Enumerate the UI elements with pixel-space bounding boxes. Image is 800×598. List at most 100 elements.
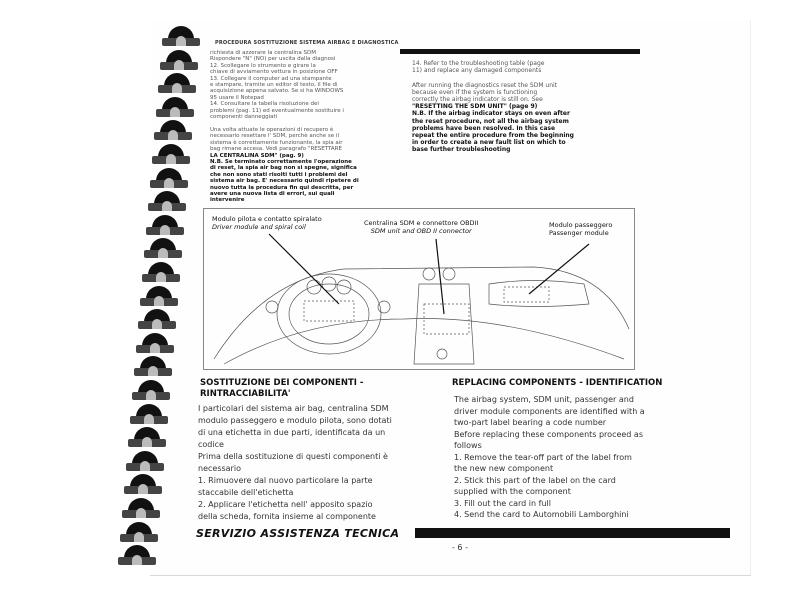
left-column-bottom: I particolari del sistema air bag, centr… <box>198 403 392 523</box>
text-line: Prima della sostituzione di questi compo… <box>198 452 388 461</box>
binding-ring <box>140 285 178 306</box>
binding-ring <box>120 521 158 542</box>
text-line: supplied with the component <box>454 487 571 496</box>
text-line: "RESETTING THE SDM UNIT" (page 9) <box>412 103 538 111</box>
page-number: - 6 - <box>452 543 468 552</box>
text-line: sistema air bag. E' necessario quindi ri… <box>210 178 359 185</box>
text-line: two-part label bearing a code number <box>454 418 607 427</box>
text-line: 14. Consultare la tabella risoluzione de… <box>210 101 319 108</box>
binding-ring <box>122 498 160 518</box>
binding-ring <box>130 403 168 424</box>
text-line: correctly the airbag indicator is still … <box>412 96 543 104</box>
right-column-bottom: The airbag system, SDM unit, passenger a… <box>454 394 645 521</box>
binding-ring <box>162 26 200 46</box>
section-heading-en: REPLACING COMPONENTS - IDENTIFICATION <box>452 378 663 388</box>
text-line: che non sono stati risolti tutti i probl… <box>210 171 348 178</box>
text-line: The airbag system, SDM unit, passenger a… <box>454 395 634 404</box>
binding-ring <box>150 167 188 188</box>
text-line: sistema è correttamente funzionante, la … <box>210 139 343 146</box>
binding-ring <box>152 144 190 164</box>
text-line: codice <box>198 440 224 449</box>
text-line: problems have been resolved. In this cas… <box>412 124 556 132</box>
text-line: chiave di avviamento vettura in posizion… <box>210 69 338 76</box>
text-line: 11) and replace any damaged components <box>412 67 542 75</box>
text-line: because even if the system is functionin… <box>412 88 538 96</box>
binding-ring <box>160 49 198 70</box>
binding-ring <box>156 96 194 117</box>
binding-ring <box>136 332 174 353</box>
text-line: Una volta attuate le operazioni di recup… <box>210 126 334 133</box>
text-line: problemi (pag. 11) ed eventualmente sost… <box>210 107 344 114</box>
text-line: 95 usare il Notepad <box>210 94 264 101</box>
binding-ring <box>132 380 170 400</box>
text-line: di una etichetta in due parti, identific… <box>198 428 386 437</box>
manual-page <box>150 20 751 576</box>
passenger-label-en: Passenger module <box>549 229 609 237</box>
text-line: base further troubleshooting <box>412 146 511 154</box>
section-heading-it: SOSTITUZIONE DEI COMPONENTI -RINTRACCIAB… <box>200 378 363 400</box>
heading-line: RINTRACCIABILITA' <box>200 389 291 399</box>
text-line: in order to create a new fault list on w… <box>412 139 566 147</box>
text-line: LA CENTRALINA SDM" (pag. 9) <box>210 152 304 159</box>
binding-ring <box>138 309 176 330</box>
text-line: 13. Collegare il computer ad una stampan… <box>210 75 332 82</box>
text-line: Before replacing these components procee… <box>454 429 643 439</box>
binding-ring <box>124 474 162 495</box>
binding-ring <box>158 73 196 94</box>
text-line: I particolari del sistema air bag, centr… <box>198 404 389 413</box>
heading-line: SOSTITUZIONE DEI COMPONENTI - <box>200 378 364 388</box>
binding-ring <box>134 356 172 377</box>
text-line: acquisizione appena salvato. Se si ha WI… <box>210 88 344 95</box>
text-line: intervenire <box>210 197 245 204</box>
text-line: the reset procedure, not all the airbag … <box>412 117 569 125</box>
text-line: necessario <box>198 464 241 473</box>
text-line: modulo passeggero e modulo pilota, sono … <box>198 416 392 425</box>
header-bar <box>400 49 640 54</box>
text-line: della scheda, fornita insieme al compone… <box>198 512 376 521</box>
page-header: PROCEDURA SOSTITUZIONE SISTEMA AIRBAG E … <box>215 40 399 46</box>
right-column-top: 14. Refer to the troubleshooting table (… <box>412 60 574 154</box>
binding-ring <box>154 120 192 141</box>
text-line: necessario resettare l' SDM, perchè anch… <box>210 133 339 140</box>
footer-bar <box>415 528 730 538</box>
text-line: Rispondere "N" (NO) per uscita dalla dia… <box>210 56 336 63</box>
text-line: 4. Send the card to Automobili Lamborghi… <box>454 510 629 519</box>
text-line: 2. Stick this part of the label on the c… <box>454 475 616 485</box>
binding-ring <box>148 191 186 212</box>
text-line: 3. Fill out the card in full <box>454 498 551 508</box>
binding-ring <box>126 450 164 471</box>
binding-ring <box>128 427 166 448</box>
text-line: bag rimane accesa. Vedi paragrafo "RESET… <box>210 146 342 153</box>
dashboard-drawing <box>213 233 630 365</box>
text-line: driver module components are identified … <box>454 406 645 416</box>
text-line: e stampare, tramite un editor di testo, … <box>210 82 338 89</box>
text-line: nuovo tutta la procedura fin qui descrit… <box>210 184 354 191</box>
text-line: richiesta di azzerare la centralina SDM <box>210 50 317 56</box>
text-line: repeat the entire procedure from the beg… <box>412 132 574 140</box>
text-line: 12. Scollegare lo strumento e girare la <box>210 62 316 69</box>
text-line: the new new component <box>454 464 554 473</box>
text-line: 1. Remove the tear-off part of the label… <box>454 452 632 462</box>
sdm-label-en: SDM unit and OBD II connector <box>370 227 472 235</box>
text-line: N.B. Se terminato correttamente l'operaz… <box>210 158 352 165</box>
passenger-label-it: Modulo passeggero <box>549 221 613 229</box>
sdm-label-it: Centralina SDM e connettore OBDII <box>364 219 479 227</box>
text-line: di reset, la spia air bag non si spegne,… <box>210 165 357 172</box>
text-line <box>412 74 574 81</box>
text-line: After running the diagnostics reset the … <box>412 81 558 89</box>
text-line: avere una nuova lista di errori, sui qua… <box>210 190 335 197</box>
footer-title: SERVIZIO ASSISTENZA TECNICA <box>196 527 400 540</box>
binding-ring <box>146 214 184 235</box>
text-line: 2. Applicare l'etichetta nell' apposito … <box>198 500 373 509</box>
binding-ring <box>118 545 156 566</box>
binding-ring <box>144 238 182 259</box>
text-line: 1. Rimuovere dal nuovo particolare la pa… <box>198 476 373 485</box>
binding-ring <box>142 262 180 282</box>
text-line: follows <box>454 441 482 450</box>
text-line: componenti danneggiati <box>210 114 278 121</box>
driver-label-en: Driver module and spiral coil <box>212 223 306 231</box>
